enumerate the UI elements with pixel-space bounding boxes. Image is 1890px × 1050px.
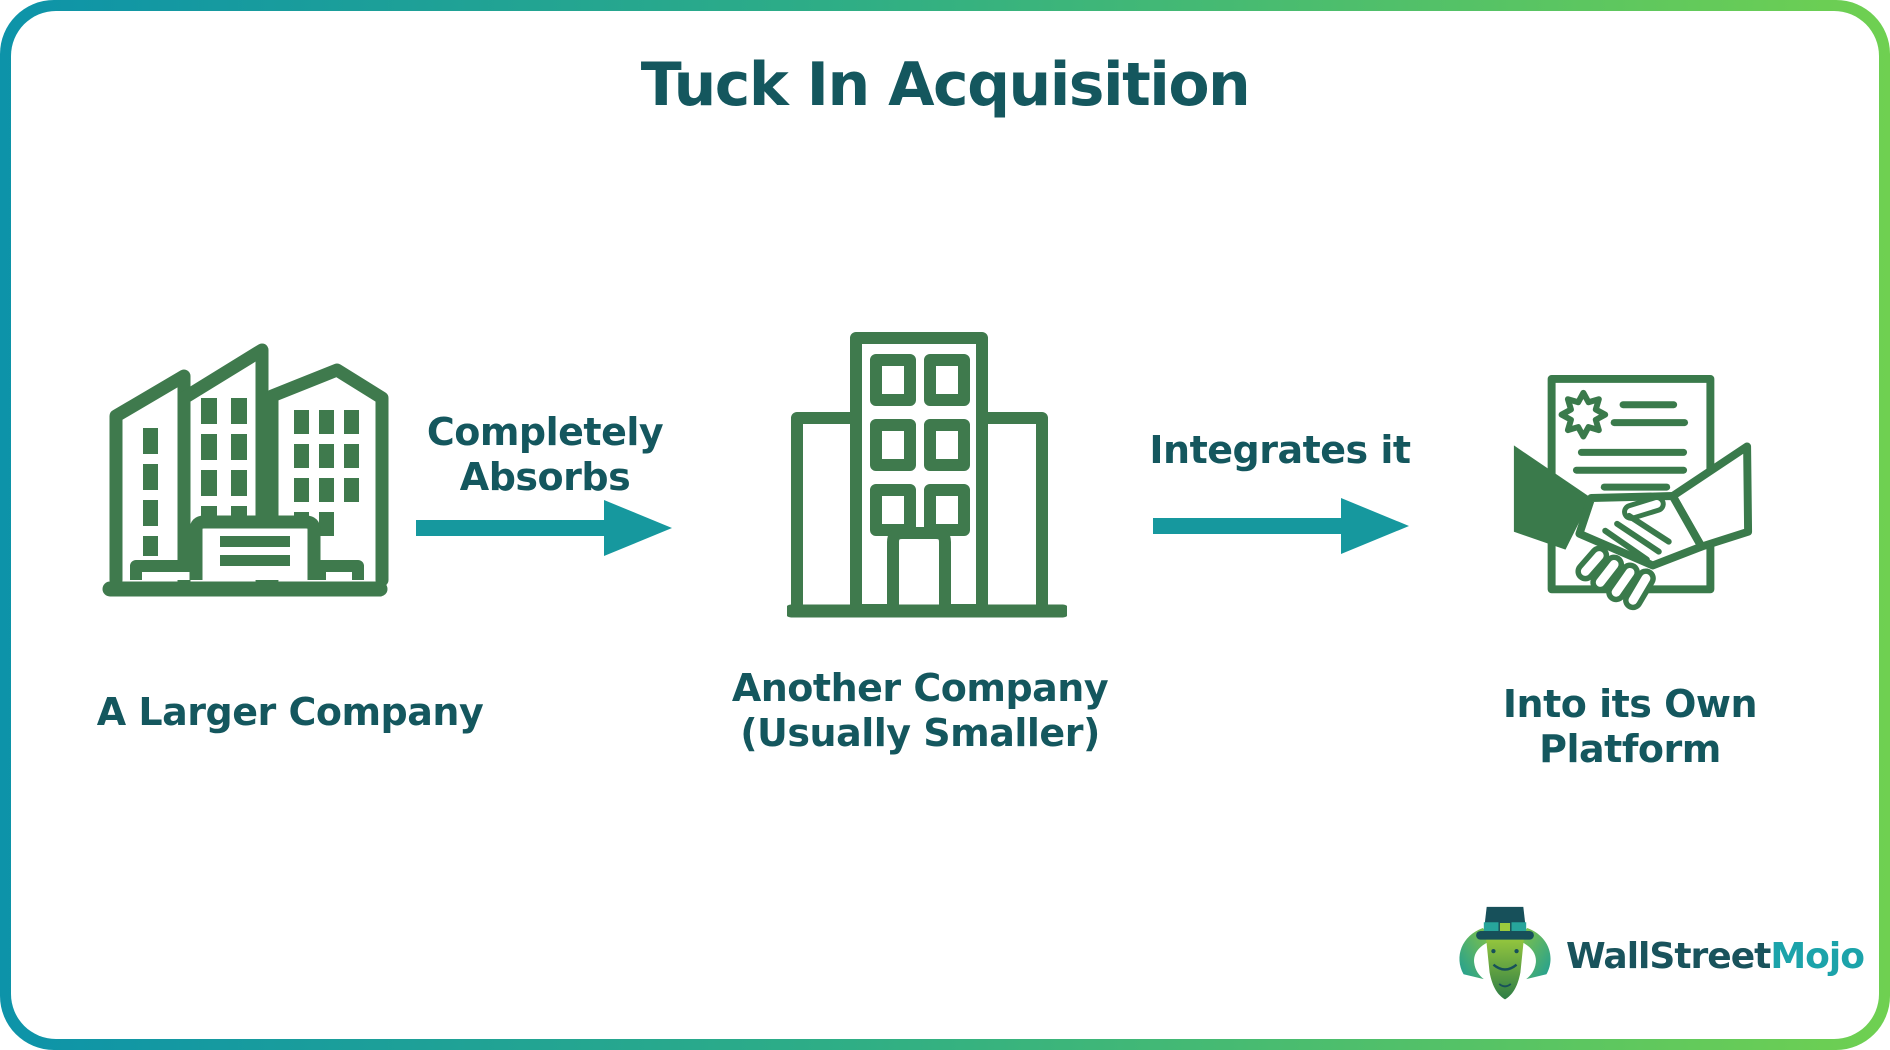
step-label-line: Another Company <box>731 666 1109 710</box>
logo-wordmark: WallStreetMojo <box>1566 935 1865 977</box>
handshake-contract-icon <box>1513 374 1753 611</box>
office-building-icon <box>787 332 1067 618</box>
wallstreetmojo-logo: WallStreetMojo <box>1452 903 1865 1009</box>
right-arrow-icon <box>1153 498 1409 554</box>
step-label-larger-company: A Larger Company <box>30 690 550 735</box>
page-title: Tuck In Acquisition <box>640 50 1251 120</box>
step-label-another-company: Another Company (Usually Smaller) <box>660 666 1180 756</box>
step-label-line: Into its Own <box>1502 682 1758 726</box>
step-label-line: A Larger Company <box>96 690 484 734</box>
arrow-label-line: Absorbs <box>459 454 631 499</box>
arrow-label-completely-absorbs: Completely Absorbs <box>385 410 705 500</box>
logo-text-wallstreet: WallStreet <box>1566 935 1771 977</box>
arrow-label-line: Integrates it <box>1149 428 1411 472</box>
right-arrow-icon <box>416 500 672 556</box>
step-label-own-platform: Into its Own Platform <box>1390 682 1870 772</box>
step-label-line: (Usually Smaller) <box>740 710 1100 755</box>
step-label-line: Platform <box>1539 726 1721 771</box>
bull-mascot-icon <box>1459 906 1551 1000</box>
city-buildings-icon <box>102 343 389 597</box>
arrow-label-integrates-it: Integrates it <box>1120 428 1440 473</box>
logo-text-mojo: Mojo <box>1770 935 1865 977</box>
arrow-label-line: Completely <box>426 410 664 454</box>
